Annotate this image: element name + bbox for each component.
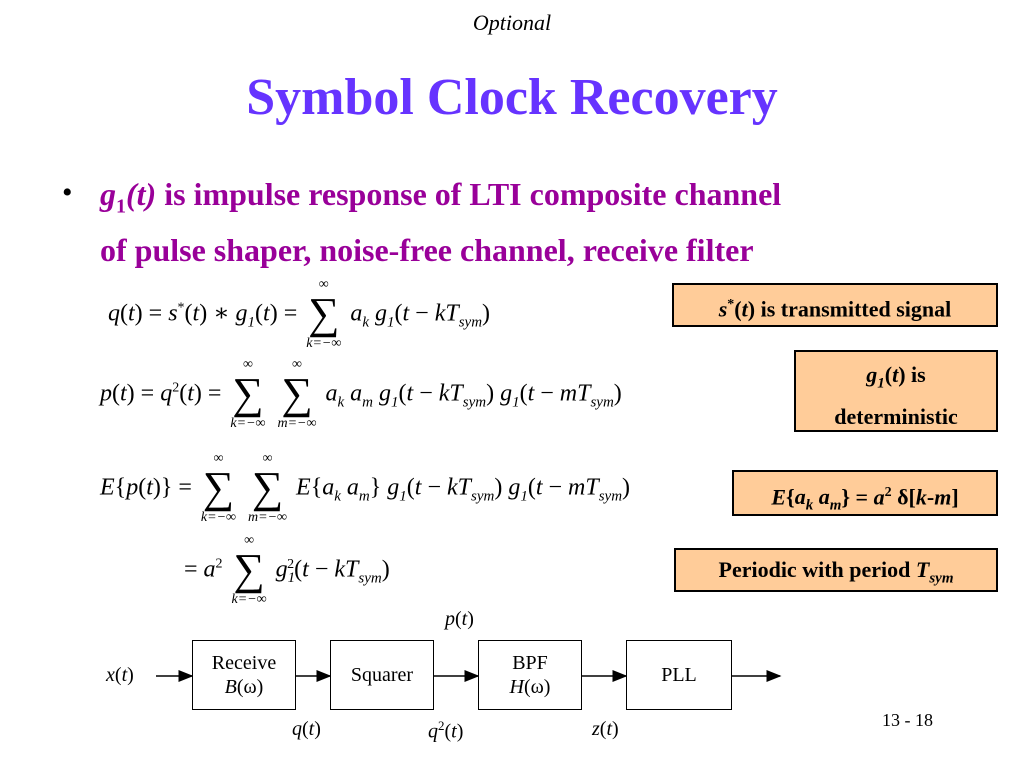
bullet-marker: • (62, 176, 73, 209)
p-signal-label: p(t) (445, 608, 474, 630)
note-transmitted-signal: s*(t) is transmitted signal (672, 283, 998, 327)
note-periodic: Periodic with period Tsym (674, 548, 998, 592)
input-signal-label: x(t) (106, 664, 134, 686)
equation-periodic: = a2 ∞∑k=−∞ g12(t − kTsym) (184, 533, 390, 608)
q-signal-label: q(t) (292, 718, 321, 740)
pll-block: PLL (626, 640, 732, 710)
note-deterministic: g1(t) is deterministic (794, 350, 998, 432)
q2-signal-label: q2(t) (428, 718, 464, 743)
bullet-text: g1(t) is impulse response of LTI composi… (100, 176, 782, 269)
squarer-block: Squarer (330, 640, 434, 710)
receive-filter-block: Receive B(ω) (192, 640, 296, 710)
page-number: 13 - 18 (882, 710, 933, 730)
optional-label: Optional (472, 10, 552, 35)
block-diagram-arrows (156, 670, 782, 682)
z-signal-label: z(t) (592, 718, 619, 740)
slide-title: Symbol Clock Recovery (246, 69, 778, 126)
note-expectation: E{ak am} = a2 δ[k-m] (732, 470, 998, 516)
bpf-block: BPF H(ω) (478, 640, 582, 710)
equation-p: p(t) = q2(t) = ∞∑k=−∞ ∞∑m=−∞ ak am g1(t … (100, 357, 622, 432)
equation-q: q(t) = s*(t) ∗ g1(t) = ∞∑k=−∞ ak g1(t − … (108, 277, 491, 352)
equation-expectation: E{p(t)} = ∞∑k=−∞ ∞∑m=−∞ E{ak am} g1(t − … (100, 451, 631, 526)
